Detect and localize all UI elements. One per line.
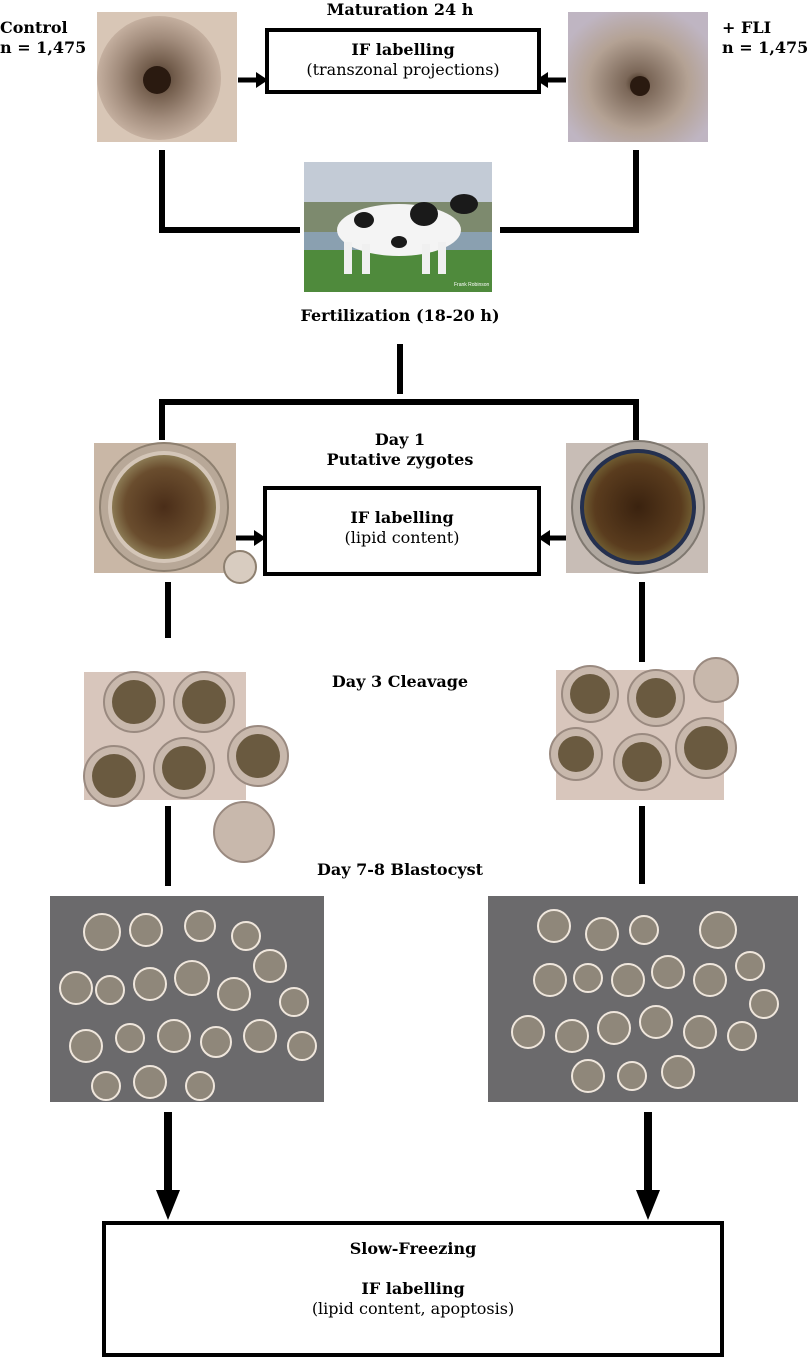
arrowhead-fli-maturation xyxy=(536,72,548,88)
photo-caption: Frank Robinson xyxy=(454,282,490,288)
final-box-detail: (lipid content, apoptosis) xyxy=(311,1299,515,1318)
fli-label: + FLI xyxy=(722,18,772,37)
fli-oocyte-image xyxy=(568,12,708,142)
day1-line2: Putative zygotes xyxy=(326,450,474,469)
maturation-if-box: IF labelling (transzonal projections) xyxy=(265,28,541,94)
zygote-if-box: IF labelling (lipid content) xyxy=(263,486,541,576)
fli-cleavage-image xyxy=(549,657,739,800)
control-zygote-image xyxy=(94,442,257,584)
day78-title: Day 7-8 Blastocyst xyxy=(316,860,484,879)
maturation-box-title: IF labelling xyxy=(351,40,455,59)
bull-photo: Frank Robinson xyxy=(304,162,492,292)
arrowhead-control-freezing xyxy=(156,1190,180,1220)
line-control-to-fertilization xyxy=(159,150,300,233)
fli-blastocyst-image xyxy=(488,896,798,1102)
maturation-title: Maturation 24 h xyxy=(326,0,474,19)
day1-line1: Day 1 xyxy=(374,430,426,449)
arrowhead-fli-zygote xyxy=(538,530,550,546)
control-oocyte-image xyxy=(97,12,237,142)
day1-title: Day 1 Putative zygotes xyxy=(300,430,500,470)
fli-group-label: + FLI n = 1,475 xyxy=(722,18,808,58)
control-blastocyst-image xyxy=(50,896,324,1102)
final-box-title: IF labelling xyxy=(361,1279,465,1298)
fli-zygote-image xyxy=(566,440,708,574)
day3-title: Day 3 Cleavage xyxy=(331,672,469,691)
control-label: Control xyxy=(0,18,68,37)
arrowhead-fli-freezing xyxy=(636,1190,660,1220)
fli-n: n = 1,475 xyxy=(722,38,808,57)
zygote-box-detail: (lipid content) xyxy=(344,528,460,547)
arrowhead-control-zygote xyxy=(254,530,266,546)
control-group-label: Control n = 1,475 xyxy=(0,18,86,58)
slow-freezing-heading: Slow-Freezing xyxy=(349,1239,477,1258)
line-split-to-zygotes xyxy=(159,399,639,440)
arrowhead-control-maturation xyxy=(256,72,268,88)
zygote-box-title: IF labelling xyxy=(350,508,454,527)
line-fli-to-fertilization xyxy=(500,150,639,233)
control-cleavage-image xyxy=(83,671,289,863)
control-n: n = 1,475 xyxy=(0,38,87,57)
slow-freezing-box: Slow-Freezing IF labelling (lipid conten… xyxy=(102,1221,724,1357)
maturation-box-detail: (transzonal projections) xyxy=(306,60,500,79)
fertilization-title: Fertilization (18-20 h) xyxy=(300,306,500,325)
